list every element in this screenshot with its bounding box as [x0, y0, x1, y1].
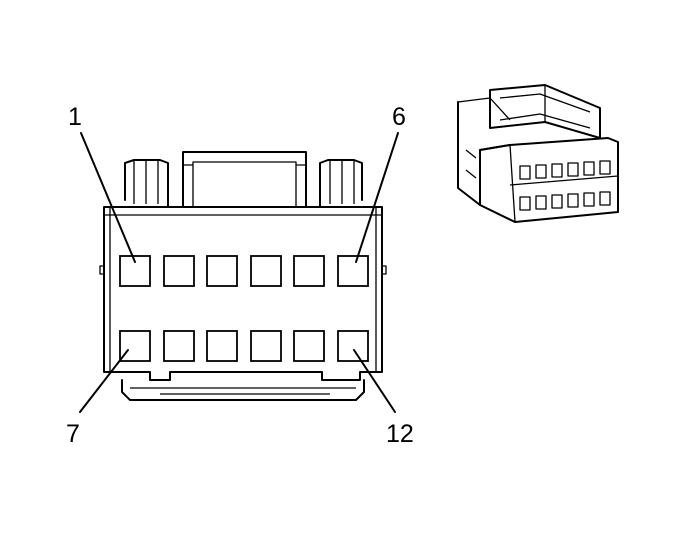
cavity — [206, 330, 238, 362]
top-latch — [182, 151, 307, 208]
leader-pin-12 — [353, 349, 396, 413]
leader-pin-7 — [79, 349, 129, 413]
pin-label-6: 6 — [392, 103, 406, 131]
left-tab — [124, 159, 169, 208]
leader-pin-1 — [80, 132, 136, 263]
connector-face-view: 1 6 7 12 — [66, 103, 414, 448]
cavity — [250, 255, 282, 287]
cavity — [163, 255, 195, 287]
cavity — [206, 255, 238, 287]
housing-body — [103, 206, 383, 381]
bottom-skirt — [121, 379, 365, 401]
connector-isometric-view — [457, 84, 619, 223]
leader-pin-6 — [355, 132, 399, 263]
cavity — [119, 330, 151, 362]
cavity-row-1 — [119, 255, 369, 287]
cavity-row-2 — [119, 330, 369, 362]
iso-cavity-row-1 — [519, 160, 611, 180]
cavity — [250, 330, 282, 362]
cavity — [293, 255, 325, 287]
pin-label-1: 1 — [68, 103, 82, 131]
cavity — [337, 330, 369, 362]
cavity — [337, 255, 369, 287]
iso-cavity-row-2 — [519, 191, 611, 211]
right-tab — [319, 159, 363, 208]
cavity — [293, 330, 325, 362]
pin-label-7: 7 — [66, 420, 80, 448]
top-latch-inner — [192, 161, 297, 207]
pin-label-12: 12 — [386, 420, 414, 448]
cavity — [163, 330, 195, 362]
